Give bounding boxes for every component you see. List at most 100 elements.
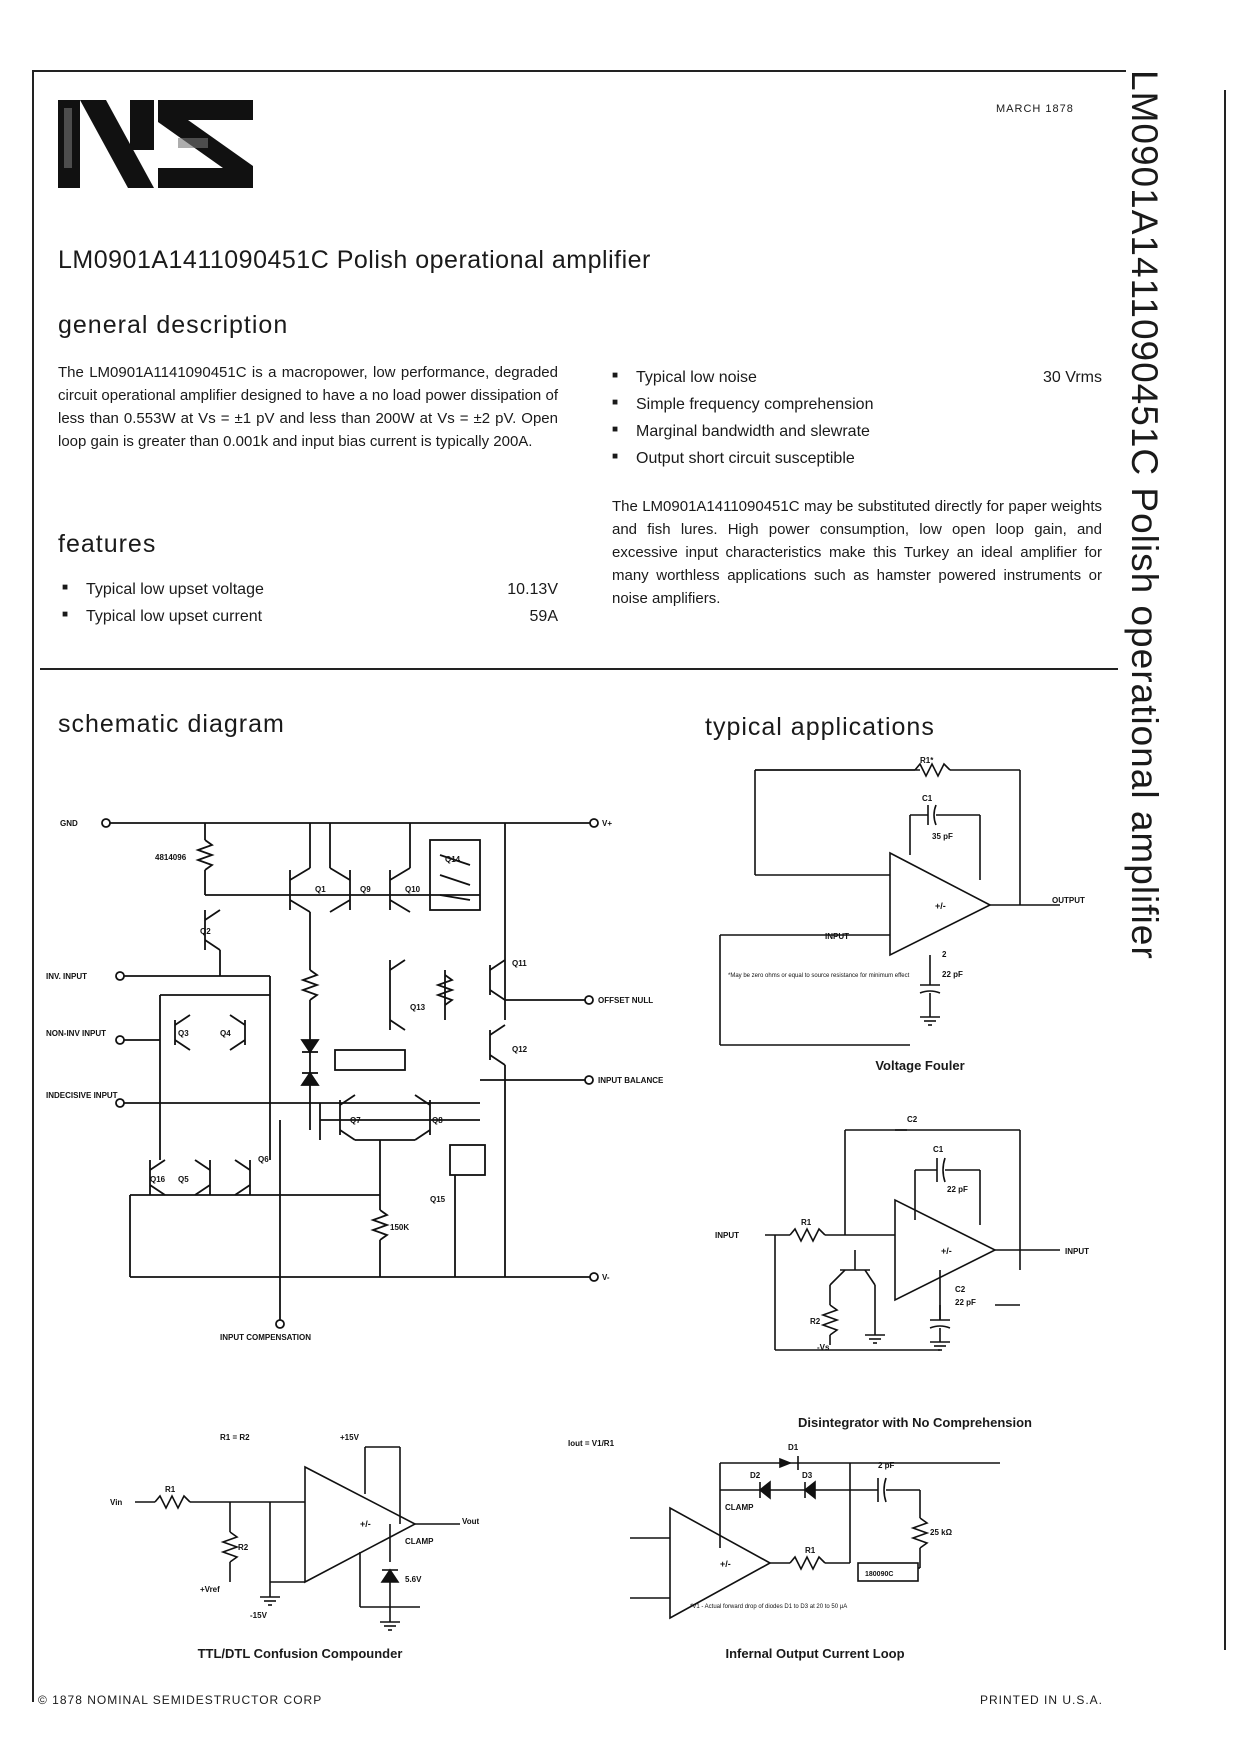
c2-value: 22 pF: [942, 970, 963, 979]
substitution-paragraph: The LM0901A1411090451C may be substitute…: [612, 498, 1102, 607]
note-text: *May be zero ohms or equal to source res…: [728, 973, 910, 979]
indecisive-input-label: INDECISIVE INPUT: [46, 1091, 118, 1100]
c1-label: C1: [922, 794, 933, 803]
transistor-label: Q10: [405, 885, 421, 894]
r1-label: R1: [801, 1218, 812, 1227]
d3-label: D3: [802, 1471, 813, 1480]
box-label: 180090C: [865, 1571, 893, 1578]
transistor-label: Q5: [178, 1175, 189, 1184]
transistor-label: Q16: [150, 1175, 166, 1184]
list-item: Simple frequency comprehension: [612, 396, 1102, 423]
non-inv-input-label: NON-INV INPUT: [46, 1029, 106, 1038]
vout-label: Vout: [462, 1517, 480, 1526]
transistor-label: Q15: [430, 1195, 446, 1204]
output-label: OUTPUT: [1052, 896, 1085, 905]
transistor-label: Q13: [410, 1003, 426, 1012]
r1-label: R1: [165, 1485, 176, 1494]
general-description-heading: general description: [58, 311, 289, 339]
transistor-label: Q9: [360, 885, 371, 894]
vin-label: Vin: [110, 1498, 122, 1507]
r1-label: R1: [805, 1546, 816, 1555]
gnd-label: GND: [60, 819, 78, 828]
input-right-label: INPUT: [1065, 1247, 1089, 1256]
vminus-label: -Vs: [817, 1343, 830, 1352]
c1-value: 35 pF: [932, 832, 953, 841]
transistor-label: Q1: [315, 885, 326, 894]
page-frame: [32, 70, 1126, 1702]
resistor-value: 25 kΩ: [930, 1528, 953, 1537]
general-description-paragraph: The LM0901A1141090451C is a macropower, …: [58, 364, 558, 450]
transistor-label: Q3: [178, 1029, 189, 1038]
d2-label: D2: [750, 1471, 761, 1480]
input-label: INPUT: [825, 932, 849, 941]
transistor-label: Q2: [200, 927, 211, 936]
ns-logo-icon: [58, 98, 253, 193]
transistor-label: Q7: [350, 1116, 361, 1125]
page-title: LM0901A1411090451C Polish operational am…: [58, 246, 651, 274]
resistor-label: 150K: [390, 1223, 409, 1232]
offset-null-label: OFFSET NULL: [598, 996, 653, 1005]
disintegrator-caption: Disintegrator with No Comprehension: [797, 1415, 1032, 1430]
applications-heading: typical applications: [705, 713, 935, 741]
right-border-rule: [1224, 90, 1226, 1650]
c3-label: C2: [955, 1285, 966, 1294]
r1-label: R1*: [920, 756, 934, 765]
r2-label: R2: [810, 1317, 821, 1326]
list-item: Marginal bandwidth and slewrate: [612, 423, 1102, 450]
current-loop-circuit: Iout = V1/R1 D1 D2 D3 2 pF 25 kΩ CLAMP R…: [568, 1439, 1000, 1620]
capacitor-value: 2 pF: [878, 1461, 895, 1470]
d1-label: D1: [788, 1443, 799, 1452]
transistor-label: Q4: [220, 1029, 231, 1038]
resistor-label: 4814096: [155, 853, 187, 862]
input-left-label: INPUT: [715, 1231, 739, 1240]
transistor-label: Q6: [258, 1155, 269, 1164]
c1-value: 22 pF: [947, 1185, 968, 1194]
c2-label: 2: [942, 950, 947, 959]
iout-label: Iout = V1/R1: [568, 1439, 615, 1448]
inv-input-label: INV. INPUT: [46, 972, 87, 981]
list-item: Output short circuit susceptible: [612, 450, 1102, 477]
clamp-label: CLAMP: [405, 1537, 434, 1546]
printed-footer: PRINTED IN U.S.A.: [980, 1693, 1104, 1707]
note-text: *V1 - Actual forward drop of diodes D1 t…: [690, 1604, 847, 1610]
c2-label: C2: [907, 1115, 918, 1124]
voltage-fouler-circuit: R1* C1 35 pF 2 22 pF INPUT OUTPUT *May b…: [719, 756, 1085, 1046]
schematic-heading: schematic diagram: [58, 710, 285, 738]
input-compensation-label: INPUT COMPENSATION: [220, 1333, 311, 1342]
transistor-label: Q12: [512, 1045, 528, 1054]
ttl-dtl-caption: TTL/DTL Confusion Compounder: [197, 1646, 403, 1661]
features-heading: features: [58, 530, 157, 558]
plus15-label: +15V: [340, 1433, 360, 1442]
voltage-fouler-caption: Voltage Fouler: [875, 1058, 965, 1073]
section-divider: [40, 668, 1118, 670]
copyright-footer: © 1878 NOMINAL SEMIDESTRUCTOR CORP: [38, 1693, 323, 1707]
transistor-label: Q14: [445, 855, 461, 864]
vref-label: +Vref: [200, 1585, 220, 1594]
zener-label: 5.6V: [405, 1575, 422, 1584]
transistor-label: Q8: [432, 1116, 443, 1125]
opamp-sign: +/-: [935, 901, 946, 911]
minus15-label: -15V: [250, 1611, 268, 1620]
r2-label: R2: [238, 1543, 249, 1552]
opamp-sign: +/-: [941, 1246, 952, 1256]
r-equation-label: R1 = R2: [220, 1433, 250, 1442]
c1-label: C1: [933, 1145, 944, 1154]
vplus-label: V+: [602, 819, 612, 828]
ttl-dtl-circuit: R1 = R2 +15V R1 R2 Vin Vout +Vref -15V C…: [110, 1433, 480, 1631]
schematic-diagram: GND V+ V- INV. INPUT NON-INV INPUT INDEC…: [46, 818, 664, 1342]
current-loop-caption: Infernal Output Current Loop: [725, 1646, 905, 1661]
opamp-sign: +/-: [360, 1519, 371, 1529]
input-balance-label: INPUT BALANCE: [598, 1076, 664, 1085]
clamp-label: CLAMP: [725, 1503, 754, 1512]
vminus-label: V-: [602, 1273, 610, 1282]
disintegrator-circuit: C2 C1 22 pF C2 22 pF R1 R2 -Vs INPUT INP…: [715, 1115, 1089, 1352]
opamp-sign: +/-: [720, 1559, 731, 1569]
transistor-label: Q11: [512, 959, 527, 968]
c3-value: 22 pF: [955, 1298, 976, 1307]
publication-date: MARCH 1878: [996, 103, 1074, 115]
